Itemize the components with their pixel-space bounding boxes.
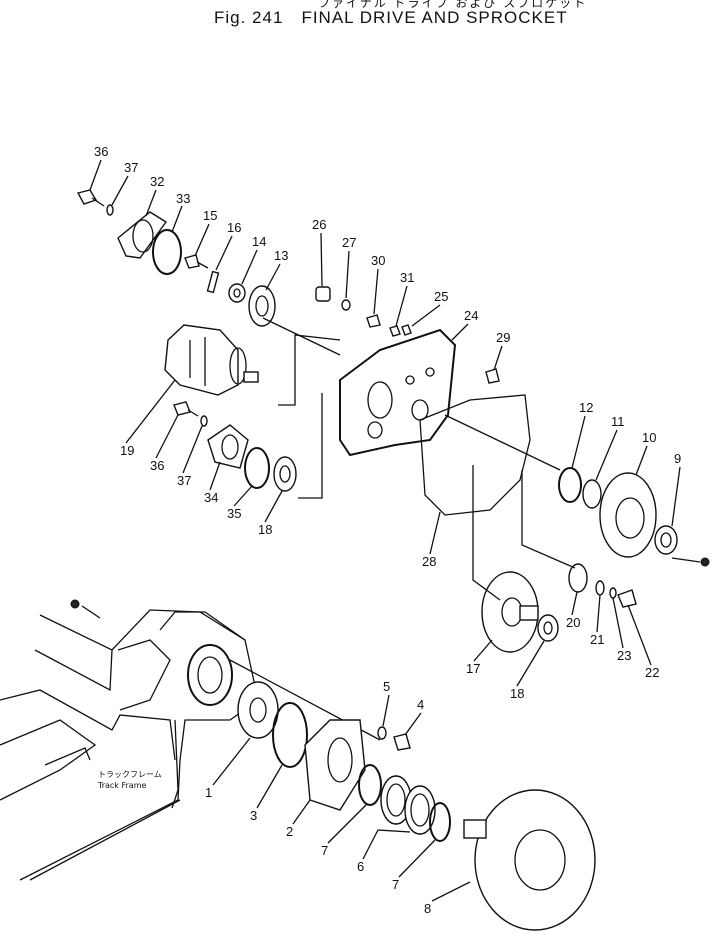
callout-33: 33 (176, 191, 190, 206)
callout-30: 30 (371, 253, 385, 268)
o-ring-7-lower (429, 802, 451, 842)
washer-37-upper (106, 204, 114, 216)
bearing-18-upper (273, 456, 297, 492)
washer-37-lower (200, 415, 208, 427)
bolt-22 (617, 589, 637, 608)
gear-10 (599, 472, 657, 558)
callout-16: 16 (227, 220, 241, 235)
callout-14: 14 (252, 234, 266, 249)
callout-11: 11 (611, 414, 625, 429)
bolt-36-upper (76, 189, 105, 207)
seal-6 (380, 775, 436, 835)
callout-4: 4 (417, 697, 424, 712)
callout-35: 35 (227, 506, 241, 521)
leader-lines (89, 159, 681, 902)
callout-20: 20 (566, 615, 580, 630)
small-gear-20 (568, 563, 588, 593)
callout-25: 25 (434, 289, 448, 304)
callout-22: 22 (645, 665, 659, 680)
o-ring-35 (244, 447, 270, 489)
bolt-4 (393, 733, 411, 751)
callout-1: 1 (205, 785, 212, 800)
callout-10: 10 (642, 430, 656, 445)
callout-37b: 37 (177, 473, 191, 488)
case-plate-24 (339, 328, 457, 457)
callout-12: 12 (579, 400, 593, 415)
washer-21 (595, 580, 605, 596)
track-frame-label-jp: トラックフレーム (98, 770, 162, 779)
callout-3: 3 (250, 808, 257, 823)
callout-34: 34 (204, 490, 218, 505)
washer-23 (609, 587, 617, 599)
ring-12 (558, 467, 582, 503)
sprocket-8 (463, 789, 596, 931)
callout-labels: 36 37 32 33 15 16 14 13 26 27 30 31 25 2… (94, 144, 681, 916)
assembly-lines (229, 334, 576, 741)
callout-15: 15 (203, 208, 217, 223)
callout-7a: 7 (321, 843, 328, 858)
bearing-18-lower (537, 614, 559, 642)
collar-14 (228, 283, 246, 303)
bolt-15 (184, 254, 209, 269)
washer-5 (377, 726, 387, 740)
bearing-13 (248, 285, 276, 327)
callout-17: 17 (466, 661, 480, 676)
ring-11 (582, 479, 602, 509)
figure-title: Fig. 241 FINAL DRIVE AND SPROCKET (214, 8, 586, 28)
cover-34 (207, 424, 249, 469)
figure-number: Fig. 241 (214, 8, 284, 27)
callout-19: 19 (120, 443, 134, 458)
callout-29: 29 (496, 330, 510, 345)
o-ring-33 (152, 229, 182, 275)
callout-26: 26 (312, 217, 326, 232)
o-ring-3 (272, 702, 308, 768)
callout-36a: 36 (94, 144, 108, 159)
bearing-9 (654, 525, 710, 567)
callout-24: 24 (464, 308, 478, 323)
figure-title-text: FINAL DRIVE AND SPROCKET (301, 8, 568, 27)
track-frame-label-en: Track Frame (97, 781, 146, 790)
callout-13: 13 (274, 248, 288, 263)
bolt-36-lower (173, 401, 199, 417)
callout-23: 23 (617, 648, 631, 663)
bearing-1 (237, 681, 279, 739)
cover-bolts (315, 286, 500, 384)
callout-27: 27 (342, 235, 356, 250)
gasket-28 (419, 394, 531, 516)
callout-5: 5 (383, 679, 390, 694)
callout-6: 6 (357, 859, 364, 874)
gear-17 (481, 571, 539, 653)
callout-2: 2 (286, 824, 293, 839)
japanese-figure-title: ファイナル ドライブ および スプロケット (318, 0, 588, 10)
track-frame: トラックフレーム Track Frame (0, 599, 259, 881)
callout-18a: 18 (258, 522, 272, 537)
callout-36b: 36 (150, 458, 164, 473)
lock-16 (206, 270, 220, 294)
o-ring-7-upper (358, 764, 382, 806)
callout-21: 21 (590, 632, 604, 647)
callout-31: 31 (400, 270, 414, 285)
callout-9: 9 (674, 451, 681, 466)
cover-32 (117, 211, 168, 259)
callout-32: 32 (150, 174, 164, 189)
hub-2 (304, 719, 366, 811)
callout-37a: 37 (124, 160, 138, 175)
callout-18b: 18 (510, 686, 524, 701)
motor-19 (164, 317, 341, 396)
callout-7b: 7 (392, 877, 399, 892)
callout-8: 8 (424, 901, 431, 916)
callout-28: 28 (422, 554, 436, 569)
